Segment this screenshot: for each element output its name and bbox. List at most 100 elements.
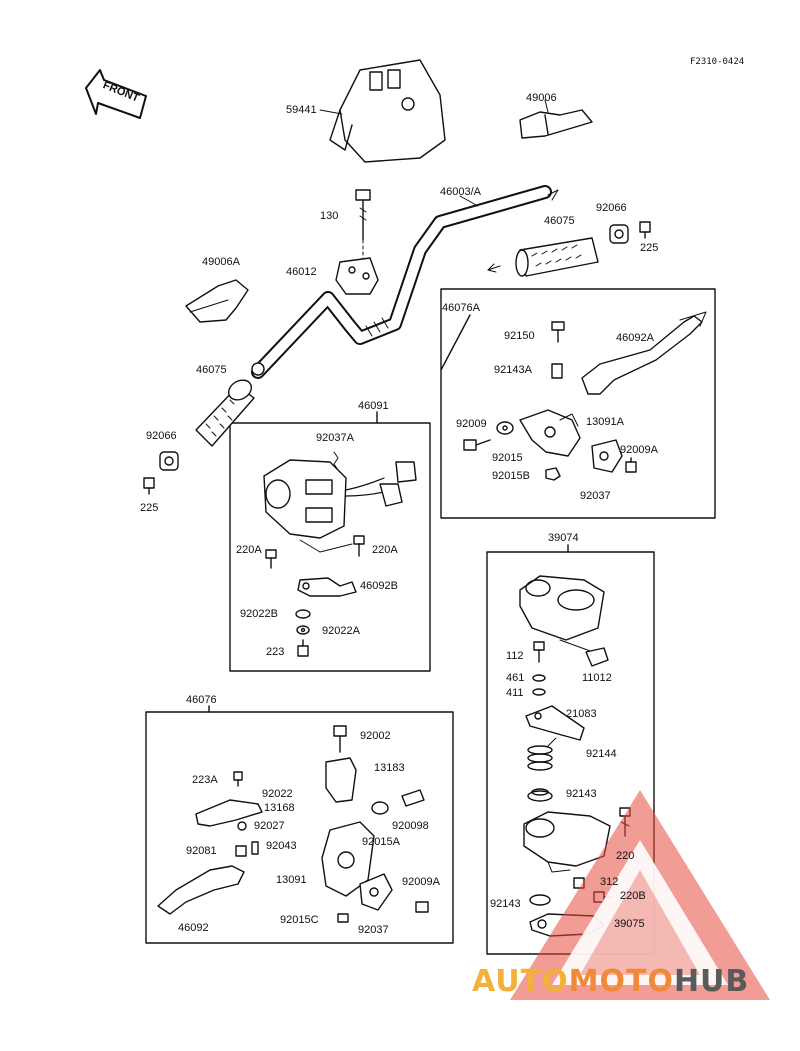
group-label-46076A: 46076A — [442, 302, 480, 314]
watermark-part-auto: AUTO — [472, 964, 569, 999]
part-label-92150: 92150 — [504, 330, 535, 342]
part-label-92027: 92027 — [254, 820, 285, 832]
washer-92015A — [371, 801, 389, 815]
part-label-46092B: 46092B — [360, 580, 398, 592]
diagram-code: F2310-0424 — [690, 57, 745, 67]
part-label-92066-left: 92066 — [146, 430, 177, 442]
part-label-92022B: 92022B — [240, 608, 278, 620]
left-grip — [195, 379, 255, 447]
washer-92015 — [496, 421, 514, 435]
part-label-46012: 46012 — [286, 266, 317, 278]
part-label-92037-top: 92037 — [580, 490, 611, 502]
bar-end-weight — [519, 99, 593, 139]
bolt-92009A-bottom — [415, 901, 429, 913]
part-label-92015: 92015 — [492, 452, 523, 464]
part-label-92037-bottom: 92037 — [358, 924, 389, 936]
watermark-logo — [510, 790, 770, 1000]
part-label-223: 223 — [266, 646, 285, 658]
lever-46092 — [157, 865, 245, 915]
collar-92143A — [551, 363, 563, 379]
bolt-92009 — [463, 439, 491, 451]
screw-225-top — [639, 221, 651, 239]
box-46076 — [145, 711, 454, 944]
part-label-59441: 59441 — [286, 104, 317, 116]
bleeder-92009B — [401, 789, 425, 807]
box-46076A — [440, 288, 716, 519]
handlebar-holder — [335, 257, 379, 295]
part-label-92015B: 92015B — [492, 470, 530, 482]
part-label-92009A-top: 92009A — [620, 444, 658, 456]
part-label-13091A: 13091A — [586, 416, 624, 428]
bolt-92002 — [333, 725, 347, 753]
part-label-92002: 92002 — [360, 730, 391, 742]
cover-39074 — [519, 575, 605, 657]
part-label-112: 112 — [506, 650, 524, 662]
clamp-92037-bottom — [359, 873, 393, 911]
washer-461 — [532, 674, 546, 682]
part-label-225-top: 225 — [640, 242, 659, 254]
washer-92022B — [295, 609, 311, 619]
handlebar — [251, 185, 559, 379]
spring-92081 — [235, 845, 247, 857]
front-arrow-icon — [85, 69, 147, 119]
part-label-92009A-bottom: 92009A — [402, 876, 440, 888]
part-label-39075: 39075 — [614, 918, 645, 930]
washer-411 — [532, 688, 546, 696]
box-46091 — [229, 422, 431, 672]
part-label-130: 130 — [320, 210, 339, 222]
part-label-92143A: 92143A — [494, 364, 532, 376]
clamp-bolt — [355, 189, 371, 263]
plate-13168 — [195, 799, 263, 827]
arm-21083 — [525, 705, 585, 741]
watermark-part-moto: MOTO — [568, 964, 674, 999]
washer-92027 — [237, 821, 247, 831]
holder-13091A — [519, 409, 581, 457]
group-label-46091: 46091 — [358, 400, 389, 412]
spring-92144 — [527, 737, 557, 771]
part-label-92022: 92022 — [262, 788, 293, 800]
part-label-223A: 223A — [192, 774, 218, 786]
clamp-11012 — [585, 647, 609, 667]
part-label-920098: 920098 — [392, 820, 429, 832]
part-label-92143-a: 92143 — [566, 788, 597, 800]
part-label-220A-left: 220A — [236, 544, 262, 556]
bolt-92009A-top — [625, 457, 637, 473]
screw-223 — [297, 639, 309, 657]
part-label-11012: 11012 — [582, 672, 612, 684]
part-label-13091: 13091 — [276, 874, 307, 886]
screw-220A-left — [265, 549, 277, 569]
part-label-220A-right: 220A — [372, 544, 398, 556]
master-cylinder-13091 — [321, 821, 375, 897]
clamp-92037-top — [591, 439, 623, 473]
part-label-220: 220 — [616, 850, 635, 862]
choke-lever-46092B — [297, 577, 357, 597]
part-label-225-left: 225 — [140, 502, 159, 514]
part-label-92143-b: 92143 — [490, 898, 521, 910]
part-label-92015C: 92015C — [280, 914, 319, 926]
part-label-49006A: 49006A — [202, 256, 240, 268]
right-grip-end — [609, 224, 629, 244]
part-label-92015A: 92015A — [362, 836, 400, 848]
screw-112 — [533, 641, 545, 663]
collar-92143-b — [529, 894, 551, 906]
part-label-46075-top: 46075 — [544, 215, 575, 227]
part-label-13183: 13183 — [374, 762, 405, 774]
part-label-92009: 92009 — [456, 418, 487, 430]
group-label-39074: 39074 — [548, 532, 579, 544]
screw-223A — [233, 771, 243, 787]
left-grip-end — [159, 451, 179, 471]
bar-end-left — [185, 279, 249, 323]
part-label-92144: 92144 — [586, 748, 617, 760]
collar-92043 — [251, 841, 259, 855]
washer-92015C — [337, 913, 349, 923]
part-label-21083: 21083 — [566, 708, 597, 720]
left-switch-housing — [263, 451, 417, 553]
washer-92022A — [296, 625, 310, 635]
part-label-312: 312 — [600, 876, 619, 888]
part-label-92066-top: 92066 — [596, 202, 627, 214]
nut-92015B — [545, 467, 561, 481]
part-label-13168: 13168 — [264, 802, 295, 814]
part-label-46003A: 46003/A — [440, 186, 481, 198]
